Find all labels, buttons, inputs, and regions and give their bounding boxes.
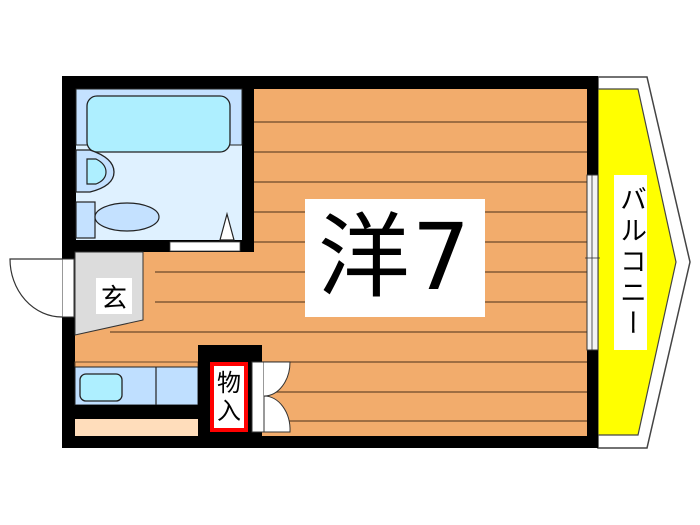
bathroom-door-opening[interactable] <box>169 241 241 252</box>
storage-door-swing-upper <box>263 361 291 397</box>
kitchen-strip <box>74 361 199 368</box>
floor-lines <box>110 121 587 422</box>
washbasin-bowl <box>86 158 107 185</box>
kitchen-wall <box>75 405 198 419</box>
storage-door-swing-lower <box>263 395 291 433</box>
toilet-bowl <box>94 202 160 232</box>
kitchen-shelf <box>75 419 198 436</box>
kitchen-sink <box>79 373 123 402</box>
storage-door-opening[interactable] <box>251 361 265 433</box>
toilet-tank <box>75 201 96 239</box>
storage-label-line1: 物 <box>217 369 241 397</box>
balcony-window[interactable] <box>586 174 599 351</box>
storage-label-line2: 入 <box>217 397 241 425</box>
entrance-label: 玄 <box>96 278 132 314</box>
bathtub <box>86 95 231 153</box>
entrance-door-opening[interactable] <box>61 258 75 318</box>
balcony-label: バルコニー <box>614 175 647 350</box>
bathroom-drain-marker <box>219 211 235 241</box>
main-room-label: 洋7 <box>305 199 485 317</box>
entrance-door-swing <box>9 258 63 318</box>
storage-label[interactable]: 物 入 <box>210 362 248 432</box>
